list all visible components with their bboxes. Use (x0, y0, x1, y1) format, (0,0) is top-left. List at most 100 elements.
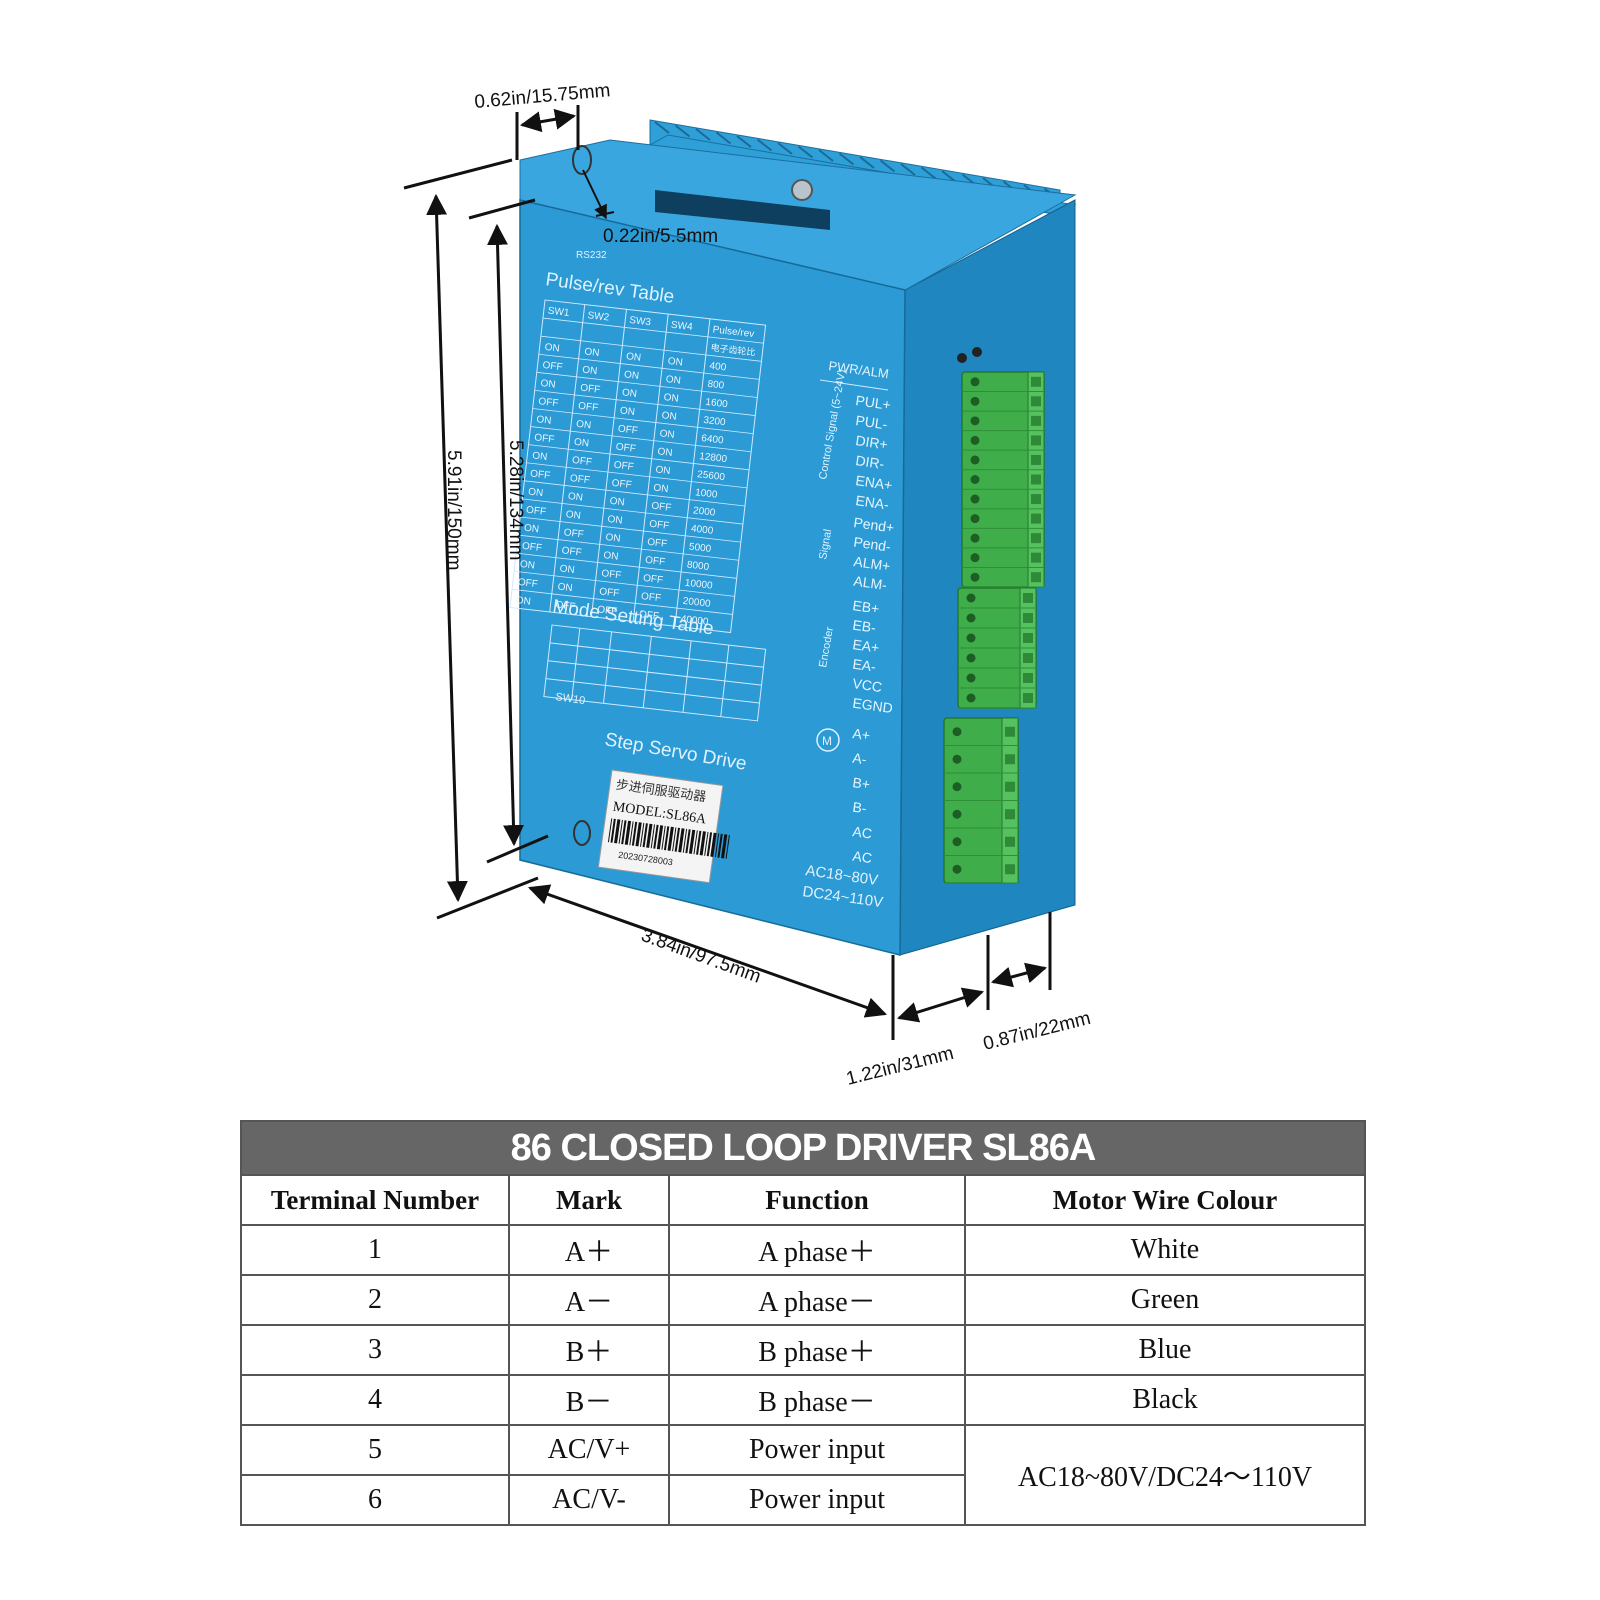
barcode-icon (607, 818, 730, 859)
mode-setting-table (543, 624, 767, 722)
header-function: Function (668, 1174, 966, 1226)
cell-colour: Green (964, 1274, 1366, 1326)
terminal-label: EA- (852, 656, 878, 675)
cell-mark: B＋ (508, 1324, 670, 1376)
terminal-label: PUL+ (855, 392, 892, 413)
table-row: 1 A＋ A phase＋ White (240, 1224, 1366, 1276)
sw10-label: SW10 (555, 691, 586, 707)
pulse-table-cell: OFF (534, 432, 555, 445)
terminal-label: ENA+ (855, 472, 894, 493)
pulse-table-cell: OFF (525, 505, 546, 518)
dim-total-height: 5.91in/150mm (443, 450, 464, 570)
top-screw-icon (791, 179, 813, 201)
terminal-label: B+ (852, 774, 872, 792)
pulse-table-cell: ON (659, 428, 675, 441)
pulse-table-header: Pulse/rev (712, 324, 755, 340)
pulse-table-cell: ON (623, 369, 639, 382)
pulse-table-cell: 5000 (688, 542, 712, 555)
pulse-table-cell: ON (603, 550, 619, 563)
pulse-table-cell: OFF (613, 460, 634, 473)
pulse-table-cell: ON (625, 351, 641, 364)
pulse-table-cell: ON (515, 595, 531, 608)
mount-hole-bottom-icon (573, 820, 591, 846)
mount-hole-top-icon (572, 145, 592, 175)
pulse-table-cell: OFF (642, 573, 663, 586)
pulse-table-cell: ON (576, 419, 592, 432)
table-row: 5 AC/V+ Power input AC18~80V/DC24～110V (240, 1424, 1366, 1526)
pulse-table-cell: OFF (517, 577, 538, 590)
pulse-table-cell: OFF (601, 568, 622, 581)
pulse-table-cell: ON (605, 532, 621, 545)
pulse-table-cell: 4000 (690, 523, 714, 536)
dim-depth: 3.84in/97.5mm (638, 925, 763, 988)
header-terminal-number: Terminal Number (240, 1174, 510, 1226)
pulse-table-cell: ON (567, 491, 583, 504)
pwr-led-icon (957, 353, 967, 363)
pulse-table-header: SW2 (587, 310, 610, 323)
dim-width-front: 1.22in/31mm (844, 1043, 956, 1090)
pulse-table-cell: OFF (638, 609, 659, 622)
cell-mark: AC/V+ (508, 1424, 670, 1476)
table-row: 3 B＋ B phase＋ Blue (240, 1324, 1366, 1376)
pulse-table-cell: ON (519, 559, 535, 572)
pulse-table-cell: ON (559, 563, 575, 576)
pulse-table-cell: ON (607, 514, 623, 527)
pulse-table-cell: ON (528, 487, 544, 500)
pulse-table-cell: OFF (617, 424, 638, 437)
pulse-table-cell: 800 (707, 379, 725, 392)
pulse-table-cell: 1600 (705, 397, 729, 410)
dim-top-width: 0.62in/15.75mm (474, 80, 612, 113)
motor-symbol-icon (816, 728, 840, 752)
dim-mount-height: 5.28in/134mm (505, 440, 526, 560)
terminal-label: B- (852, 799, 868, 817)
cell-function: B phase＋ (668, 1324, 966, 1376)
pulse-table-cell: OFF (563, 527, 584, 540)
pulse-table-cell: ON (661, 410, 677, 423)
alm-led-icon (972, 347, 982, 357)
terminal-label: AC (852, 848, 873, 867)
cell-num: 3 (240, 1324, 510, 1376)
pulse-table-cell: ON (619, 405, 635, 418)
pulse-table-cell: 6400 (701, 433, 725, 446)
cell-function: Power input (668, 1424, 966, 1476)
table-title: 86 CLOSED LOOP DRIVER SL86A (240, 1120, 1366, 1176)
table-row: 6 AC/V- Power input (240, 1474, 1365, 1526)
pulse-table-cell: OFF (647, 537, 668, 550)
pulse-table-cell: OFF (599, 586, 620, 599)
terminal-label: ENA- (855, 492, 891, 513)
pulse-table-cell: ON (540, 378, 556, 391)
pulse-table-cell: OFF (611, 478, 632, 491)
cell-function: Power input (668, 1474, 966, 1526)
pulse-table-cell: 2000 (692, 505, 716, 518)
pulse-table-cell: ON (582, 365, 598, 378)
pulse-table-cell: 1000 (695, 487, 719, 500)
pulse-table-cell: OFF (580, 383, 601, 396)
pulse-table-cell: 10000 (684, 578, 713, 592)
cell-num: 1 (240, 1224, 510, 1276)
pulse-table-cell: ON (665, 374, 681, 387)
cell-mark: A＋ (508, 1224, 670, 1276)
cell-function: A phase－ (668, 1274, 966, 1326)
cell-power-colour: AC18~80V/DC24～110V (964, 1424, 1366, 1526)
terminal-label: EA+ (852, 636, 881, 656)
pulse-table-cell: ON (523, 523, 539, 536)
top-slot (655, 190, 830, 230)
table-row: 4 B－ B phase－ Black (240, 1374, 1366, 1426)
pulse-table-cell: ON (663, 392, 679, 405)
terminal-label: DIR- (855, 452, 886, 472)
dim-hole: 0.22in/5.5mm (603, 226, 718, 247)
table-row: 2 A－ A phase－ Green (240, 1274, 1366, 1326)
pulse-table-cell: ON (584, 346, 600, 359)
svg-text:M: M (822, 734, 832, 748)
pulse-table-cell: ON (565, 509, 581, 522)
cell-num: 6 (240, 1474, 510, 1526)
pulse-table-cell: ON (667, 356, 683, 369)
header-mark: Mark (508, 1174, 670, 1226)
cell-num: 2 (240, 1274, 510, 1326)
pulse-table-cell: ON (536, 414, 552, 427)
terminal-label: PUL- (855, 412, 889, 432)
pulse-table-cell: OFF (561, 545, 582, 558)
pulse-table-cell: OFF (530, 468, 551, 481)
